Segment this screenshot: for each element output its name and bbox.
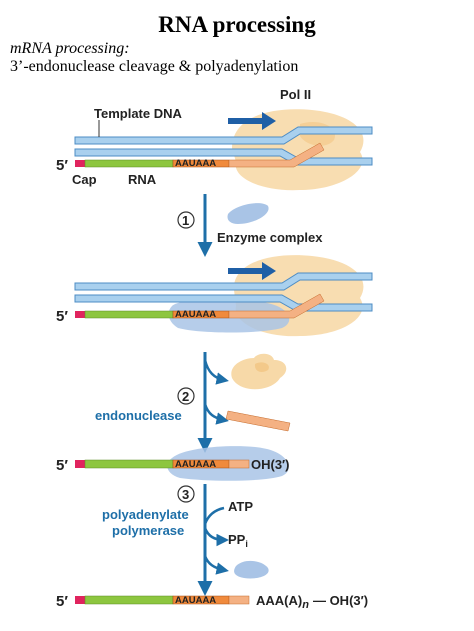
polyadenylate-label: polyadenylate [102,507,189,522]
rna-label: RNA [128,172,157,187]
polymerase-label: polymerase [112,523,184,538]
rna-body-4 [84,595,174,605]
pol2-label: Pol II [280,87,311,102]
rna-body-2 [84,310,174,319]
rna-body [84,159,174,168]
step-3: 3 polyadenylate polymerase ATP PPi [102,484,269,596]
cleaved-fragment [225,410,291,432]
released-enzyme [234,560,269,579]
pol2-arrow-2 [228,262,276,280]
step-1: 1 Enzyme complex [177,194,323,257]
atp-label: ATP [228,499,253,514]
cap-2 [75,311,85,318]
rna-tail-2 [228,293,325,319]
ppi-label: PPi [228,532,248,549]
five-prime-label-4: 5′ [56,593,68,610]
dna-top-strand [74,126,373,145]
step-2-number: 2 [182,389,189,404]
endonuclease-label: endonuclease [95,408,182,423]
rna-body-3 [84,459,174,469]
signal-label-2: AAUAAA [175,309,216,320]
step-1-number: 1 [182,213,189,228]
subtitle: mRNA processing: [10,40,130,57]
released-pol2 [231,353,287,390]
poly-a-label: AAA(A)n— OH(3′) [256,593,368,611]
rna-end-4 [228,595,250,605]
subtitle-detail: 3’-endonuclease cleavage & polyadenylati… [10,58,299,75]
cap-label: Cap [72,172,97,187]
enzyme-complex-label: Enzyme complex [217,230,323,245]
cap-4 [75,596,85,604]
signal-label-3: AAUAAA [175,459,216,470]
dna-top-strand-2 [74,272,373,291]
step-3-number: 3 [182,487,189,502]
panel-3: 5′ AAUAAA OH(3′) [56,446,290,481]
signal-label-4: AAUAAA [175,595,216,606]
page-title: RNA processing [158,12,316,37]
enzyme-complex-shape [227,203,269,224]
panel-4: 5′ AAUAAA AAA(A)n— OH(3′) [56,593,368,611]
cap-3 [75,460,85,468]
step-2: 2 endonuclease [95,352,291,453]
template-dna-label: Template DNA [94,106,182,121]
five-prime-label-2: 5′ [56,308,68,325]
five-prime-label: 5′ [56,157,68,174]
signal-label: AAUAAA [175,158,216,169]
rna-end-3 [228,459,250,469]
rna-tail [228,142,325,168]
pol2-arrow [228,112,276,130]
five-prime-label-3: 5′ [56,457,68,474]
panel-2: 5′ AAUAAA [56,255,373,337]
panel-1: Template DNA Pol II 5′ AAUAAA Cap RNA [56,87,373,191]
cap [75,160,85,167]
oh3-label: OH(3′) [251,457,290,472]
